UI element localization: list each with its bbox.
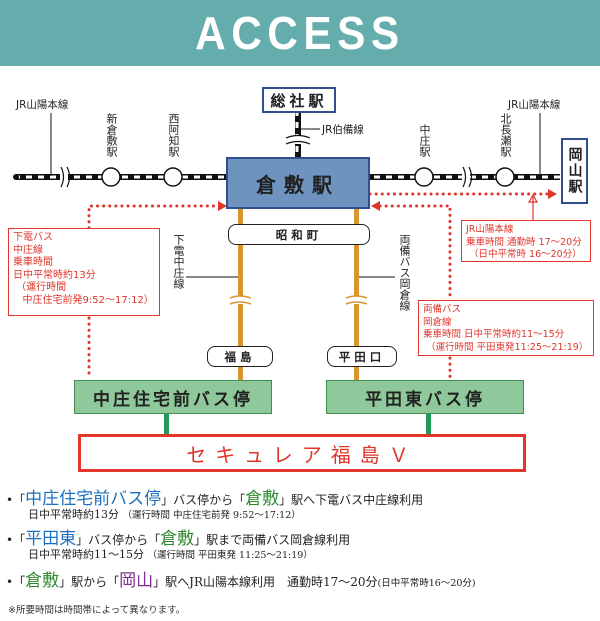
bracket: 「: [13, 533, 26, 547]
station-label-nishiachi: 西阿知駅: [167, 113, 180, 157]
station-label-kitanagase: 北長瀬駅: [499, 113, 512, 157]
bullet: •: [6, 493, 14, 507]
bus-point-showa: 昭和町: [228, 224, 370, 245]
travel-time: 日中平常時約13分: [28, 508, 119, 521]
direction-2-from: 平田東: [25, 529, 77, 549]
label-jr-hakubi: JR伯備線: [322, 124, 364, 136]
station-box-kurashiki: 倉敷駅: [226, 157, 370, 209]
info-box-jr: JR山陽本線 乗車時間 通勤時 17～20分 （日中平常時 16～20分）: [461, 220, 591, 262]
label-jr-sanyo-right: JR山陽本線: [508, 99, 561, 111]
direction-2-detail: 日中平常時約11～15分 （運行時間 平田東発 11:25～21:19）: [28, 546, 313, 562]
route-shimoden-dotted: [87, 204, 220, 230]
station-box-soja: 総社駅: [262, 87, 336, 113]
bracket: 「: [13, 575, 26, 589]
label-ryobi-line: 両備バス岡倉線: [398, 234, 411, 311]
bracket: 「: [233, 493, 246, 507]
label-jr-sanyo-left: JR山陽本線: [16, 99, 69, 111]
direction-text: バス停から: [173, 493, 234, 507]
header-banner: ACCESS: [0, 0, 600, 66]
direction-1-detail: 日中平常時約13分 （運行時間 中庄住宅前発 9:52～17:12）: [28, 506, 301, 522]
track-break-hakubi: [285, 134, 311, 145]
bus-stop-hirata-higashi: 平田東バス停: [326, 380, 524, 414]
bracket: 「: [107, 575, 120, 589]
arrow-to-okayama: [548, 189, 557, 199]
footnote: ※所要時間は時間帯によって異なります。: [8, 605, 186, 616]
bracket: 「: [148, 533, 161, 547]
station-marker-shinkurashiki: [101, 167, 121, 187]
destination-box: セキュレア福島Ｖ: [78, 434, 526, 472]
direction-1-from: 中庄住宅前バス停: [25, 489, 162, 509]
direction-3-from: 倉敷: [25, 571, 60, 591]
bracket: 」: [161, 493, 174, 507]
daytime-time: (日中平常時16～20分): [377, 578, 476, 589]
bracket: 」: [76, 533, 89, 547]
direction-text: 駅まで両備バス岡倉線利用: [206, 533, 351, 547]
info-box-shimoden: 下電バス 中庄線 乗車時間 日中平常時約13分 （運行時間 中庄住宅前発9:52…: [8, 228, 160, 316]
station-label-nakasho: 中庄駅: [418, 124, 431, 157]
direction-3-to: 岡山: [119, 571, 154, 591]
page-title: ACCESS: [195, 7, 405, 59]
station-box-okayama: 岡山駅: [561, 138, 588, 204]
direction-2-to: 倉敷: [160, 529, 195, 549]
shimoden-bus-line: [238, 209, 243, 381]
direction-text: 駅から: [71, 575, 108, 589]
route-ryobi-dotted: [378, 204, 452, 302]
station-marker-nakasho: [414, 167, 434, 187]
bullet: •: [6, 575, 14, 589]
station-marker-nishiachi: [163, 167, 183, 187]
bracket: 」: [194, 533, 207, 547]
operating-hours: （運行時間 中庄住宅前発 9:52～17:12）: [122, 510, 301, 521]
direction-text: 駅へ下電バス中庄線利用: [291, 493, 424, 507]
arrow-to-kurashiki-left: [218, 201, 227, 211]
track-break-left: [60, 166, 71, 188]
direction-2: •「平田東」バス停から「倉敷」駅まで両備バス岡倉線利用: [6, 524, 350, 549]
direction-text: 駅へJR山陽本線利用 通勤時17～20分: [165, 575, 378, 589]
ryobi-bus-line: [354, 209, 359, 381]
bracket: 」: [153, 575, 166, 589]
info-box-ryobi: 両備バス 岡倉線 乗車時間 日中平常時約11～15分 （運行時間 平田東発11:…: [418, 300, 594, 356]
station-label-shinkurashiki: 新倉敷駅: [105, 113, 118, 157]
bus-stop-nakasho-jutaku: 中庄住宅前バス停: [74, 380, 272, 414]
jr-sanyo-track-left: [16, 174, 228, 180]
bracket: 」: [279, 493, 292, 507]
direction-3: •「倉敷」駅から「岡山」駅へJR山陽本線利用 通勤時17～20分(日中平常時16…: [6, 566, 476, 591]
direction-text: バス停から: [88, 533, 149, 547]
bus-point-fukushima: 福島: [207, 346, 273, 367]
travel-time: 日中平常時約11～15分: [28, 548, 144, 561]
route-map: [13, 112, 560, 434]
direction-1: •「中庄住宅前バス停」バス停から「倉敷」駅へ下電バス中庄線利用: [6, 484, 423, 509]
track-break-right: [462, 166, 473, 188]
operating-hours: （運行時間 平田東発 11:25～21:19）: [147, 550, 313, 561]
bracket: 」: [59, 575, 72, 589]
arrow-to-kurashiki-right: [371, 201, 380, 211]
bullet: •: [6, 533, 14, 547]
station-marker-kitanagase: [495, 167, 515, 187]
direction-1-to: 倉敷: [245, 489, 280, 509]
label-shimoden-line: 下電中庄線: [172, 234, 185, 289]
bus-point-hirataguchi: 平田口: [327, 346, 397, 367]
bracket: 「: [13, 493, 26, 507]
